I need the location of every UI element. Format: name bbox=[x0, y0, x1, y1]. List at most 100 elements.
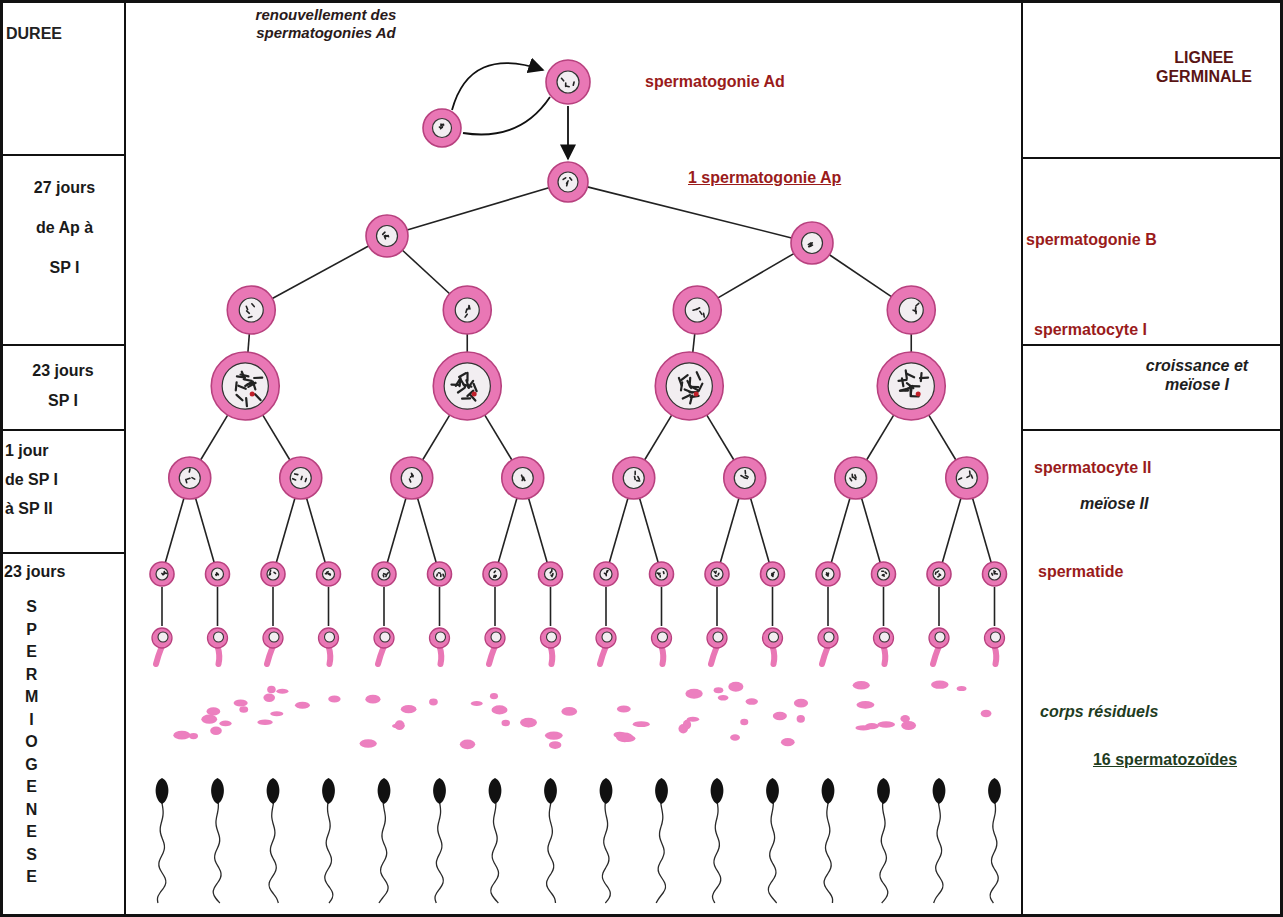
germ-cell bbox=[927, 562, 951, 586]
phase-label: croissance et meïose I bbox=[1140, 356, 1254, 394]
column-header: LIGNEE GERMINALE bbox=[1145, 48, 1263, 86]
table-rule bbox=[124, 0, 126, 917]
germ-cell bbox=[539, 562, 563, 586]
lineage-line bbox=[263, 415, 290, 460]
lineage-line bbox=[498, 498, 517, 562]
germ-cell bbox=[502, 457, 544, 499]
germ-cell bbox=[650, 562, 674, 586]
differentiation-arrow bbox=[567, 106, 569, 159]
lineage-line bbox=[751, 498, 770, 562]
germ-cell bbox=[206, 562, 230, 586]
elongating-spermatids bbox=[152, 587, 1005, 664]
germ-cell bbox=[887, 286, 935, 334]
lineage-line bbox=[248, 334, 249, 352]
lineage-line bbox=[276, 498, 295, 562]
germ-cell bbox=[546, 60, 590, 104]
lineage-line bbox=[402, 250, 449, 293]
germ-cell bbox=[280, 457, 322, 499]
table-rule bbox=[1021, 0, 1023, 917]
table-rule bbox=[0, 344, 125, 346]
stage-label: spermatogonie B bbox=[1026, 230, 1157, 249]
germ-cell bbox=[983, 562, 1007, 586]
germ-cell bbox=[423, 109, 461, 147]
germ-cell bbox=[548, 162, 588, 202]
germ-cell bbox=[317, 562, 341, 586]
lineage-line bbox=[640, 498, 659, 562]
lineage-line bbox=[707, 415, 734, 460]
lineage-line bbox=[407, 188, 549, 230]
germ-cell bbox=[211, 352, 279, 420]
lineage-line bbox=[272, 246, 368, 298]
germ-cell bbox=[428, 562, 452, 586]
germ-cell bbox=[872, 562, 896, 586]
lineage-line bbox=[942, 498, 961, 562]
duration-label: 23 jours SP I bbox=[22, 356, 104, 416]
phase-label: meïose II bbox=[1080, 494, 1148, 513]
lineage-line bbox=[466, 334, 468, 352]
lineage-line bbox=[720, 498, 739, 562]
germ-cell bbox=[261, 562, 285, 586]
lineage-line bbox=[867, 415, 894, 460]
germ-cell bbox=[724, 457, 766, 499]
renewal-arrow bbox=[452, 63, 543, 110]
lineage-line bbox=[929, 415, 956, 460]
lineage-line bbox=[645, 415, 672, 460]
germ-cell bbox=[835, 457, 877, 499]
spermatozoa bbox=[156, 778, 1001, 903]
lineage-line bbox=[165, 498, 184, 562]
lineage-line bbox=[831, 498, 850, 562]
lineage-line bbox=[609, 498, 628, 562]
residual-bodies bbox=[173, 681, 991, 750]
germ-cell bbox=[791, 222, 833, 264]
stage-label: spermatide bbox=[1038, 562, 1123, 581]
lineage-line bbox=[973, 498, 992, 562]
phase-label: SPERMIOGENESE bbox=[24, 596, 39, 889]
duration-label: 27 jours de Ap à SP I bbox=[27, 168, 102, 288]
lineage-line bbox=[910, 334, 912, 352]
germ-cell bbox=[227, 286, 275, 334]
germ-cell bbox=[483, 562, 507, 586]
table-rule bbox=[1022, 157, 1283, 159]
phase-label: corps résiduels bbox=[1040, 702, 1158, 721]
germ-cell bbox=[366, 215, 408, 257]
germ-cell bbox=[433, 352, 501, 420]
cell-count: 16 spermatozoïdes bbox=[1090, 746, 1240, 774]
germ-cell bbox=[673, 286, 721, 334]
germ-cell bbox=[761, 562, 785, 586]
duration-label: 23 jours bbox=[4, 562, 65, 581]
lineage-line bbox=[529, 498, 548, 562]
stage-label: spermatocyte II bbox=[1034, 458, 1151, 477]
cells bbox=[150, 60, 1007, 586]
lineage-line bbox=[423, 415, 450, 460]
lineage-line bbox=[201, 415, 228, 460]
lineage-line bbox=[387, 498, 406, 562]
table-rule bbox=[0, 429, 125, 431]
lineage-line bbox=[718, 254, 794, 298]
table-rule bbox=[0, 552, 125, 554]
lineage-line bbox=[829, 255, 891, 297]
germ-cell bbox=[443, 286, 491, 334]
germ-cell bbox=[705, 562, 729, 586]
renewal-arc bbox=[463, 97, 550, 135]
table-rule bbox=[1022, 344, 1283, 346]
germ-cell bbox=[613, 457, 655, 499]
cell-label: spermatogonie Ad bbox=[645, 72, 785, 91]
lineage-line bbox=[693, 334, 695, 352]
lineage-line bbox=[196, 498, 215, 562]
column-header: DUREE bbox=[6, 24, 62, 43]
table-rule bbox=[1022, 429, 1283, 431]
germ-cell bbox=[150, 562, 174, 586]
lineage-lines bbox=[165, 187, 991, 563]
germ-cell bbox=[655, 352, 723, 420]
lineage-line bbox=[587, 187, 791, 238]
lineage-line bbox=[485, 415, 512, 460]
lineage-line bbox=[418, 498, 437, 562]
duration-label: 1 jour de SP I à SP II bbox=[5, 436, 69, 523]
renewal-note: renouvellement des spermatogonies Ad bbox=[250, 6, 402, 42]
germ-cell bbox=[372, 562, 396, 586]
lineage-line bbox=[307, 498, 326, 562]
germ-cell bbox=[877, 352, 945, 420]
table-rule bbox=[0, 154, 125, 156]
lineage-line bbox=[862, 498, 881, 562]
